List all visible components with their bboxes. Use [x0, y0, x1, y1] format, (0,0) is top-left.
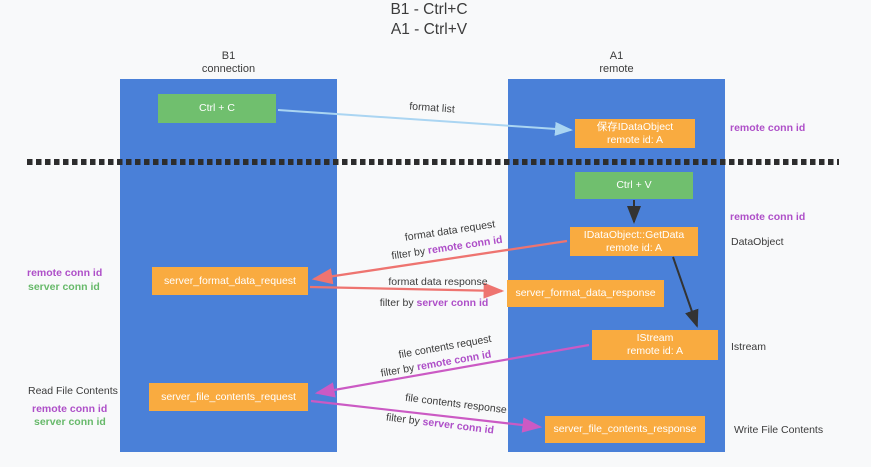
right-column-header: A1 remote — [508, 50, 725, 75]
file-contents-response-label: file contents response — [404, 391, 508, 417]
left-remote-conn-id-bottom-label: remote conn id — [32, 403, 108, 415]
left-column-header: B1 connection — [120, 50, 337, 75]
format-data-response-label: format data response — [388, 276, 488, 288]
right-column-title: A1 — [609, 50, 624, 62]
istream-line1: IStream — [636, 332, 674, 344]
format-data-request-filter-prefix: filter by — [390, 244, 429, 263]
ctrl-c-node: Ctrl + C — [158, 94, 276, 123]
format-data-response-filter-prefix: filter by — [379, 297, 417, 309]
format-data-response-filter-label: filter by server conn id — [380, 297, 489, 309]
file-contents-response-filter-key: server conn id — [421, 415, 495, 437]
server-format-data-request-node: server_format_data_request — [152, 267, 308, 295]
left-column-title: B1 — [221, 50, 236, 62]
istream-node: IStream remote id: A — [592, 330, 718, 360]
right-remote-conn-id-mid-label: remote conn id — [730, 211, 806, 223]
file-contents-request-filter-prefix: filter by — [379, 361, 419, 380]
left-remote-conn-id-top-label: remote conn id — [27, 267, 103, 279]
istream-side-label: Istream — [731, 341, 767, 353]
idataobject-getdata-node: IDataObject::GetData remote id: A — [570, 227, 698, 256]
diagram-title-line2: A1 - Ctrl+V — [390, 21, 468, 38]
diagram-title-line1: B1 - Ctrl+C — [390, 1, 468, 18]
save-idataobject-node: 保存IDataObject remote id: A — [575, 119, 695, 148]
server-format-data-response-label: server_format_data_response — [515, 287, 656, 299]
right-column-subtitle: remote — [599, 62, 634, 75]
ctrl-v-label: Ctrl + V — [616, 179, 652, 191]
save-idataobject-line1: 保存IDataObject — [596, 120, 674, 133]
server-file-contents-request-node: server_file_contents_request — [149, 383, 308, 411]
server-format-data-request-label: server_format_data_request — [164, 274, 296, 287]
right-remote-conn-id-top-label: remote conn id — [730, 122, 806, 134]
server-format-data-response-node: server_format_data_response — [507, 280, 664, 307]
server-file-contents-response-label: server_file_contents_response — [553, 423, 697, 435]
copy-paste-divider-dashed-line — [27, 159, 839, 165]
left-column-subtitle: connection — [201, 62, 256, 75]
dataobject-label: DataObject — [731, 236, 784, 248]
ctrl-v-node: Ctrl + V — [575, 172, 693, 199]
file-contents-response-filter-label: filter by server conn id — [385, 411, 494, 436]
istream-line2: remote id: A — [626, 345, 684, 357]
left-server-conn-id-top-label: server conn id — [28, 281, 100, 293]
server-file-contents-request-label: server_file_contents_request — [161, 390, 296, 403]
server-file-contents-response-node: server_file_contents_response — [545, 416, 705, 443]
read-file-contents-label: Read File Contents — [28, 385, 118, 397]
format-list-label: format list — [408, 100, 456, 116]
ctrl-c-label: Ctrl + C — [199, 102, 235, 114]
format-data-response-filter-key: server conn id — [416, 297, 489, 309]
save-idataobject-line2: remote id: A — [606, 133, 664, 146]
left-server-conn-id-bottom-label: server conn id — [34, 416, 106, 428]
diagram-title: B1 - Ctrl+C A1 - Ctrl+V — [0, 0, 858, 40]
file-contents-response-filter-prefix: filter by — [385, 411, 424, 428]
idataobject-getdata-line2: remote id: A — [605, 241, 663, 254]
idataobject-getdata-line1: IDataObject::GetData — [583, 228, 685, 241]
write-file-contents-label: Write File Contents — [734, 424, 824, 436]
